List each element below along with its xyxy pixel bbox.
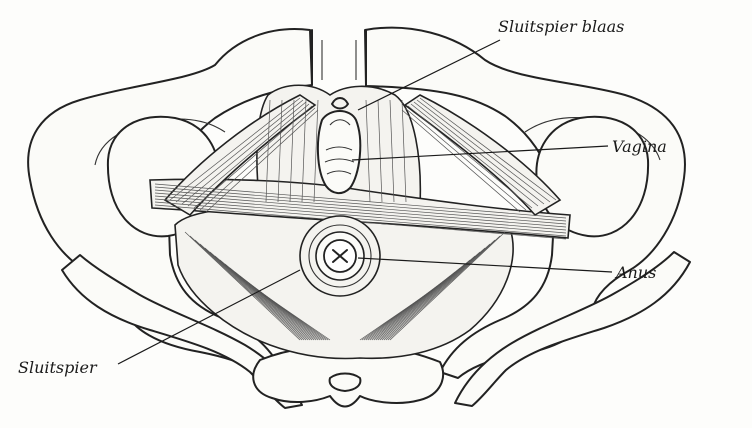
label-bladder-sphincter: Sluitspier blaas — [498, 17, 624, 36]
label-sphincter: Sluitspier — [18, 358, 98, 377]
label-anus: Anus — [614, 263, 656, 282]
label-vagina: Vagina — [612, 137, 667, 156]
anus — [300, 216, 380, 296]
